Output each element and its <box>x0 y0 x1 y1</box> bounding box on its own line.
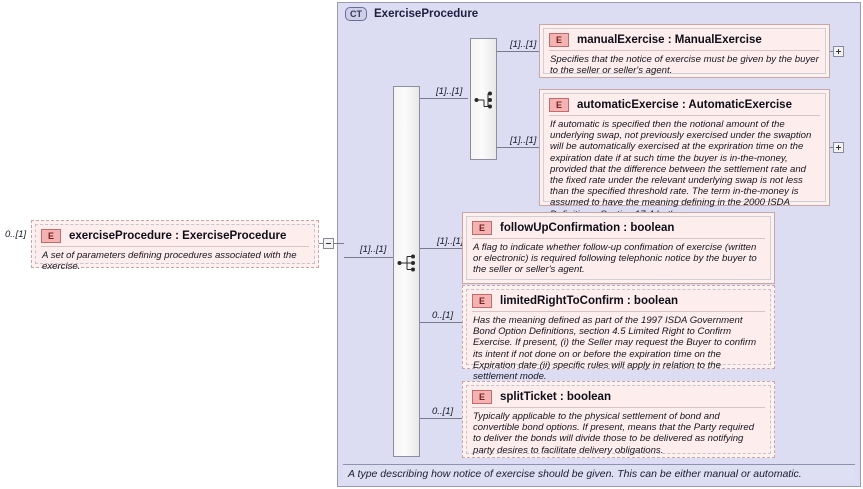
collapse-toggle-exerciseProcedure[interactable] <box>323 238 334 249</box>
element-divider <box>549 50 820 51</box>
element-title-row-limitedRightToConfirm: E limitedRightToConfirm : boolean <box>467 290 770 311</box>
connector-line <box>334 243 344 244</box>
element-box-followUpConfirmation[interactable]: E followUpConfirmation : boolean A flag … <box>462 212 775 284</box>
element-badge: E <box>472 390 492 404</box>
expand-toggle-automaticExercise[interactable] <box>833 142 844 153</box>
element-box-splitTicket[interactable]: E splitTicket : boolean Typically applic… <box>462 381 775 458</box>
element-title: limitedRightToConfirm : boolean <box>500 295 679 307</box>
cardinality-followUpConfirmation: [1]..[1] <box>437 236 464 247</box>
element-description: A flag to indicate whether follow-up con… <box>473 242 757 276</box>
connector-line <box>420 322 462 323</box>
element-title: exerciseProcedure : ExerciseProcedure <box>69 230 287 242</box>
connector-line <box>497 147 539 148</box>
element-inner-limitedRightToConfirm: E limitedRightToConfirm : boolean Has th… <box>466 289 771 382</box>
element-badge: E <box>472 294 492 308</box>
connector-line <box>830 147 834 148</box>
root-cardinality-label: 0..[1] <box>5 229 27 240</box>
element-badge: E <box>41 229 61 243</box>
element-divider <box>472 238 765 239</box>
sequence-icon <box>397 254 415 272</box>
element-inner-manualExercise: E manualExercise : ManualExercise Specif… <box>543 28 826 76</box>
element-inner-followUpConfirmation: E followUpConfirmation : boolean A flag … <box>466 216 771 280</box>
element-description: Specifies that the notice of exercise mu… <box>550 54 819 77</box>
element-badge: E <box>472 221 492 235</box>
element-divider <box>549 115 820 116</box>
connector-line <box>420 98 468 99</box>
choice-cardinality-label: [1]..[1] <box>436 86 463 97</box>
complex-type-title: ExerciseProcedure <box>374 8 479 20</box>
element-divider <box>41 246 309 247</box>
choice-compositor[interactable] <box>470 38 497 160</box>
complex-type-annotation: A type describing how notice of exercise… <box>343 464 855 483</box>
element-inner-splitTicket: E splitTicket : boolean Typically applic… <box>466 385 771 456</box>
connector-line <box>344 257 395 258</box>
element-title-row-followUpConfirmation: E followUpConfirmation : boolean <box>467 217 770 238</box>
element-box-limitedRightToConfirm[interactable]: E limitedRightToConfirm : boolean Has th… <box>462 285 775 382</box>
element-title: followUpConfirmation : boolean <box>500 222 675 234</box>
connector-line <box>420 418 462 419</box>
element-description: A set of parameters defining procedures … <box>42 250 297 273</box>
element-box-exerciseProcedure[interactable]: E exerciseProcedure : ExerciseProcedure … <box>31 220 319 272</box>
sequence-compositor[interactable] <box>393 86 420 457</box>
cardinality-manualExercise: [1]..[1] <box>510 39 537 50</box>
expand-toggle-manualExercise[interactable] <box>833 46 844 57</box>
element-title: manualExercise : ManualExercise <box>577 34 762 46</box>
sequence-cardinality-label: [1]..[1] <box>360 244 387 255</box>
choice-icon <box>474 91 492 109</box>
element-description: Typically applicable to the physical set… <box>473 411 755 456</box>
element-title-row-splitTicket: E splitTicket : boolean <box>467 386 770 407</box>
element-description: If automatic is specified then the notio… <box>550 119 812 220</box>
connector-line <box>830 51 834 52</box>
connector-line <box>319 243 324 244</box>
complextype-badge: CT <box>345 7 367 21</box>
element-title-row-automaticExercise: E automaticExercise : AutomaticExercise <box>544 94 825 115</box>
element-title: automaticExercise : AutomaticExercise <box>577 99 792 111</box>
cardinality-automaticExercise: [1]..[1] <box>510 135 537 146</box>
element-title-row-exerciseProcedure: E exerciseProcedure : ExerciseProcedure <box>36 225 314 246</box>
element-description: Has the meaning defined as part of the 1… <box>473 315 757 383</box>
element-divider <box>472 407 765 408</box>
element-box-manualExercise[interactable]: E manualExercise : ManualExercise Specif… <box>539 24 830 78</box>
element-badge: E <box>549 98 569 112</box>
element-box-automaticExercise[interactable]: E automaticExercise : AutomaticExercise … <box>539 89 830 220</box>
element-inner-exerciseProcedure: E exerciseProcedure : ExerciseProcedure … <box>35 224 315 272</box>
element-title-row-manualExercise: E manualExercise : ManualExercise <box>544 29 825 50</box>
complex-type-header: CT ExerciseProcedure <box>345 5 478 23</box>
cardinality-splitTicket: 0..[1] <box>432 406 454 417</box>
cardinality-limitedRightToConfirm: 0..[1] <box>432 310 454 321</box>
element-divider <box>472 311 765 312</box>
connector-line <box>497 51 539 52</box>
element-inner-automaticExercise: E automaticExercise : AutomaticExercise … <box>543 93 826 220</box>
element-title: splitTicket : boolean <box>500 391 611 403</box>
connector-line <box>420 248 462 249</box>
element-badge: E <box>549 33 569 47</box>
